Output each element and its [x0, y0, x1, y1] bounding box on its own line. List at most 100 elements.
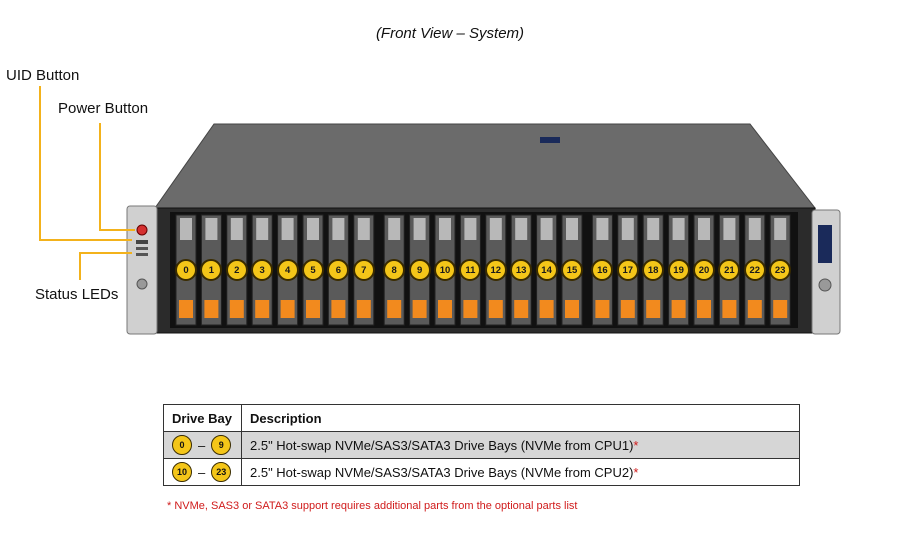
drive-release-latch[interactable] — [773, 300, 788, 318]
drive-release-latch[interactable] — [204, 300, 219, 318]
left-rack-ear — [126, 205, 158, 335]
drive-release-latch[interactable] — [306, 300, 320, 318]
drive-release-latch[interactable] — [539, 300, 554, 318]
drive-bay-number-badge: 8 — [383, 259, 406, 281]
drive-bay-range: 10 – 23 — [163, 458, 242, 486]
drive-release-latch[interactable] — [356, 300, 371, 318]
drive-release-latch[interactable] — [722, 300, 737, 318]
drive-tray-grip — [180, 218, 192, 240]
table-header-row: Drive Bay Description — [163, 404, 800, 432]
range-dash: – — [198, 437, 206, 453]
drive-bay-number-badge: 7 — [352, 259, 375, 281]
header-drive-bay: Drive Bay — [163, 404, 242, 432]
power-callout-line — [99, 123, 135, 231]
drive-bay-number-badge: 12 — [484, 259, 507, 281]
drive-tray-grip — [621, 218, 634, 240]
drive-tray-grip — [332, 218, 345, 240]
drive-release-latch[interactable] — [229, 300, 244, 318]
drive-bay-number-badge: 0 — [175, 259, 197, 281]
drive-release-latch[interactable] — [514, 300, 529, 318]
drive-bay-number-badge: 4 — [276, 259, 299, 281]
power-button[interactable] — [136, 240, 148, 244]
drive-bay-number-badge: 17 — [616, 259, 639, 281]
chassis-top-tab — [540, 137, 560, 143]
drive-release-latch[interactable] — [387, 300, 402, 318]
status-leds-label: Status LEDs — [35, 286, 119, 303]
drive-release-latch[interactable] — [255, 300, 270, 318]
page-title: (Front View – System) — [375, 25, 525, 42]
drive-tray-grip — [748, 218, 761, 240]
drive-tray-grip — [256, 218, 269, 240]
chassis-top-cover — [154, 123, 817, 209]
power-button-label: Power Button — [58, 100, 149, 117]
drive-bay-number-badge: 11 — [459, 259, 482, 281]
drive-tray-grip — [774, 218, 787, 240]
drive-bay-number-badge: 18 — [642, 259, 665, 281]
drive-release-latch[interactable] — [179, 300, 193, 318]
range-dash: – — [198, 464, 206, 480]
drive-bay-table: Drive Bay Description 0 – 9 2.5" Hot-swa… — [163, 404, 800, 486]
bay-badge-end: 23 — [211, 462, 232, 482]
drive-bay-number-badge: 2 — [225, 259, 248, 281]
drive-release-latch[interactable] — [595, 300, 610, 318]
drive-release-latch[interactable] — [565, 300, 579, 318]
drive-bay-number-badge: 5 — [302, 259, 324, 281]
drive-tray-grip — [723, 218, 736, 240]
drive-bay-number-badge: 19 — [667, 259, 690, 281]
drive-bay-number-badge: 22 — [743, 259, 766, 281]
description-text: 2.5" Hot-swap NVMe/SAS3/SATA3 Drive Bays… — [250, 437, 634, 453]
drive-tray-grip — [672, 218, 685, 240]
asterisk-mark: * — [633, 464, 639, 480]
row-description: 2.5" Hot-swap NVMe/SAS3/SATA3 Drive Bays… — [241, 431, 800, 459]
bay-badge-start: 10 — [172, 462, 192, 482]
table-row: 10 – 23 2.5" Hot-swap NVMe/SAS3/SATA3 Dr… — [163, 458, 800, 486]
drive-bay-number-badge: 1 — [200, 259, 223, 281]
drive-release-latch[interactable] — [620, 300, 635, 318]
drive-tray-grip — [698, 218, 710, 240]
asterisk-mark: * — [633, 437, 639, 453]
drive-bay-number-badge: 9 — [408, 259, 431, 281]
drive-release-latch[interactable] — [463, 300, 478, 318]
brand-plate — [818, 225, 832, 263]
drive-release-latch[interactable] — [280, 300, 295, 318]
status-led-2 — [136, 253, 148, 256]
drive-release-latch[interactable] — [331, 300, 346, 318]
drive-tray-grip — [647, 218, 660, 240]
status-led-1 — [136, 247, 148, 250]
drive-bay-range: 0 – 9 — [163, 431, 242, 459]
drive-bay-number-badge: 3 — [251, 259, 274, 281]
drive-tray-grip — [596, 218, 609, 240]
uid-callout-line — [39, 86, 132, 241]
drive-release-latch[interactable] — [488, 300, 503, 318]
drive-release-latch[interactable] — [671, 300, 686, 318]
bay-badge-end: 9 — [211, 435, 232, 455]
drive-bay-number-badge: 21 — [718, 259, 741, 281]
drive-tray-grip — [388, 218, 401, 240]
drive-release-latch[interactable] — [747, 300, 762, 318]
row-description: 2.5" Hot-swap NVMe/SAS3/SATA3 Drive Bays… — [241, 458, 800, 486]
drive-bay-number-badge: 16 — [591, 259, 614, 281]
drive-tray-grip — [489, 218, 502, 240]
drive-bay-number-badge: 20 — [693, 259, 715, 281]
drive-tray-grip — [357, 218, 370, 240]
drive-tray-grip — [205, 218, 218, 240]
drive-tray-grip — [307, 218, 319, 240]
drive-tray-grip — [515, 218, 528, 240]
drive-bay-number-badge: 15 — [561, 259, 583, 281]
uid-button-label: UID Button — [6, 67, 80, 84]
table-row: 0 – 9 2.5" Hot-swap NVMe/SAS3/SATA3 Driv… — [163, 431, 800, 459]
drive-release-latch[interactable] — [438, 300, 452, 318]
drive-tray-grip — [540, 218, 553, 240]
uid-button[interactable] — [136, 224, 148, 236]
drive-bay-number-badge: 13 — [510, 259, 533, 281]
drive-tray-grip — [413, 218, 426, 240]
bay-badge-start: 0 — [172, 435, 192, 455]
drive-tray-grip — [566, 218, 578, 240]
drive-release-latch[interactable] — [697, 300, 711, 318]
drive-tray-grip — [439, 218, 451, 240]
drive-bay-number-badge: 6 — [327, 259, 350, 281]
right-ear-screw — [818, 278, 832, 292]
drive-tray-grip — [464, 218, 477, 240]
drive-release-latch[interactable] — [646, 300, 661, 318]
drive-release-latch[interactable] — [412, 300, 427, 318]
